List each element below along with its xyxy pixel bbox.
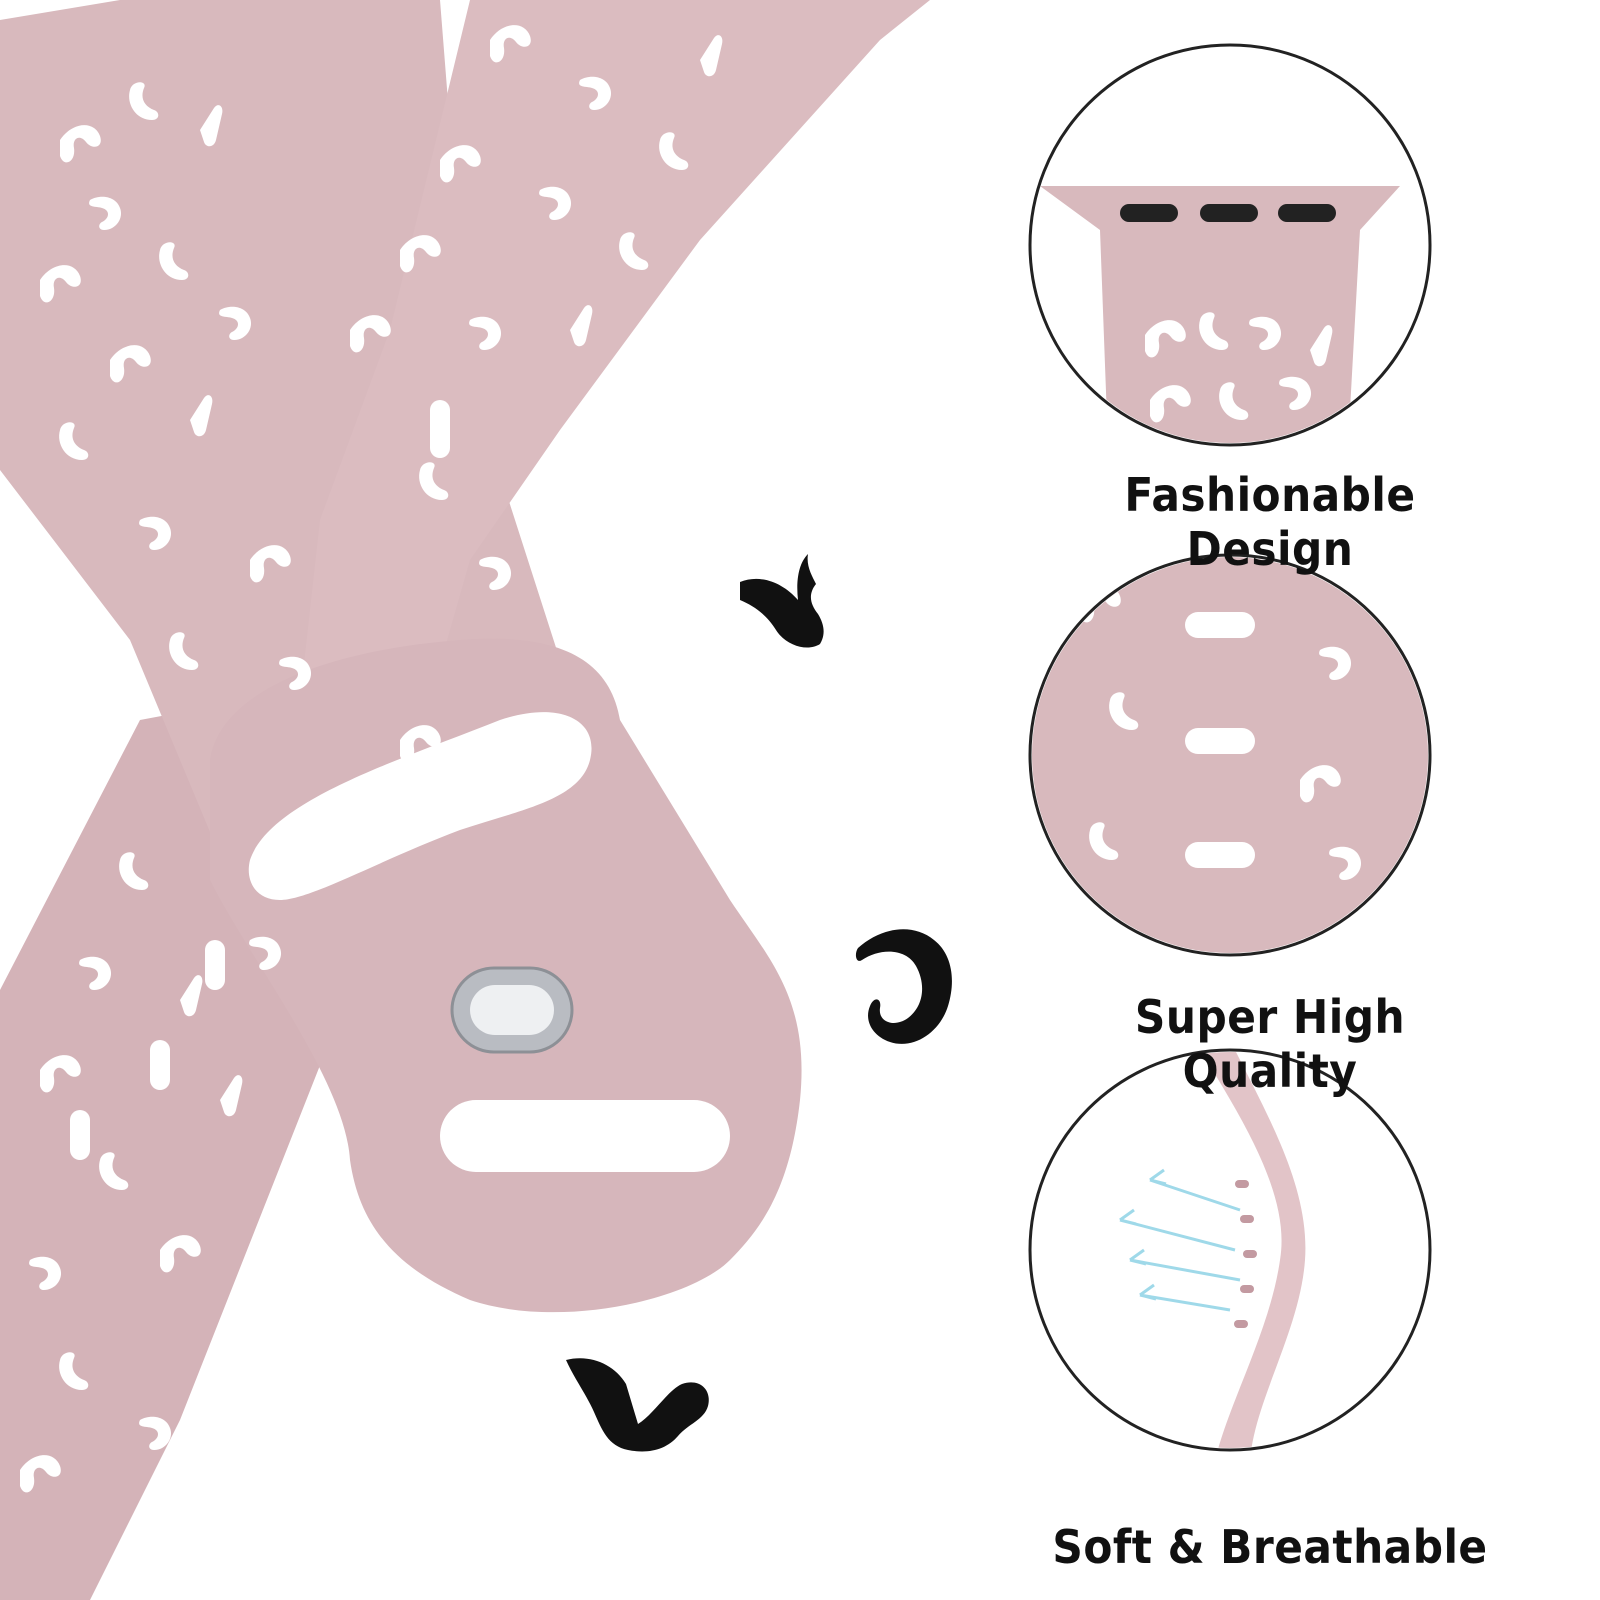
feature-circle-2 — [1028, 553, 1432, 957]
brush-mark-middle — [855, 929, 952, 1044]
airflow-arrows — [1119, 1168, 1241, 1312]
loop-slot — [248, 712, 592, 900]
feature-label-fashionable-design: Fashionable Design — [1124, 468, 1416, 576]
feature-label-soft-breathable: Soft & Breathable — [1052, 1520, 1488, 1574]
end-slot — [440, 1100, 730, 1172]
steel-pin — [450, 966, 574, 1054]
feature-circle-1 — [1028, 43, 1432, 447]
watch-band-main — [0, 0, 930, 1600]
brush-arrow-marks — [566, 554, 952, 1452]
feature-circle-3 — [1028, 1048, 1432, 1452]
brush-mark-bottom — [566, 1358, 709, 1452]
brush-mark-top — [740, 554, 824, 648]
strap-upper-right — [300, 0, 930, 820]
feature-label-super-high-quality: Super High Quality — [1134, 990, 1406, 1098]
leopard-cutouts — [20, 25, 723, 1493]
